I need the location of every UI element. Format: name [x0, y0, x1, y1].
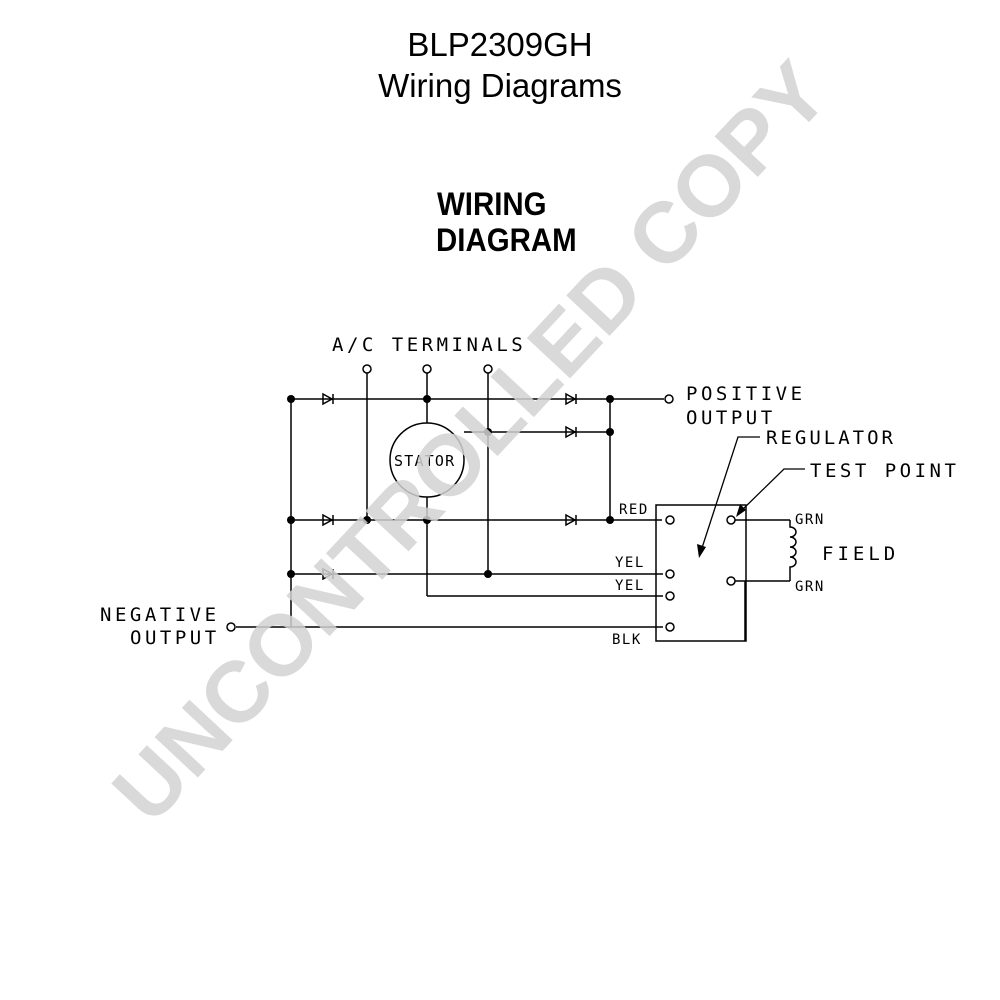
page-subtitle: Wiring Diagrams: [378, 67, 622, 104]
field-coil: [789, 520, 797, 581]
ac-terminal: [422, 364, 432, 374]
field-label: FIELD: [822, 543, 899, 565]
test-point-label: TEST POINT: [810, 460, 959, 482]
leader-arrows: [697, 436, 805, 558]
junction-dots: [287, 395, 614, 578]
ac-terminal: [362, 364, 372, 374]
model-title: BLP2309GH: [407, 26, 593, 63]
wires: [236, 373, 790, 641]
negative-output-label-line1: NEGATIVE: [100, 604, 220, 626]
regulator-terminal: [665, 591, 675, 601]
regulator-terminal: [665, 515, 675, 525]
uncontrolled-copy-watermark: UNCONTROLLED COPY: [95, 44, 847, 841]
regulator-label: REGULATOR: [766, 427, 896, 449]
ac-terminal: [483, 364, 493, 374]
regulator-box: [655, 504, 747, 642]
wire-blk-label: BLK: [612, 632, 642, 648]
wire-red-label: RED: [619, 502, 649, 518]
terminals: [226, 364, 736, 632]
ac-terminals-label: A/C TERMINALS: [332, 334, 526, 356]
wire-yel-label: YEL: [615, 578, 645, 594]
wire-grn-label: GRN: [795, 512, 825, 528]
diagram-heading-line2: DIAGRAM: [436, 222, 577, 258]
positive-terminal: [664, 394, 674, 404]
negative-terminal: [226, 622, 236, 632]
negative-output-label-line2: OUTPUT: [130, 627, 220, 649]
stator-circle: [389, 422, 465, 498]
test-point-terminal: [726, 515, 736, 525]
wire-yel-label: YEL: [615, 555, 645, 571]
regulator-terminal: [665, 622, 675, 632]
regulator-terminal: [665, 569, 675, 579]
stator-label: STATOR: [394, 452, 455, 470]
field-terminal: [726, 576, 736, 586]
positive-output-label-line2: OUTPUT: [686, 407, 776, 429]
diagram-heading-line1: WIRING: [437, 186, 547, 222]
wire-grn-label: GRN: [795, 579, 825, 595]
positive-output-label-line1: POSITIVE: [686, 383, 806, 405]
